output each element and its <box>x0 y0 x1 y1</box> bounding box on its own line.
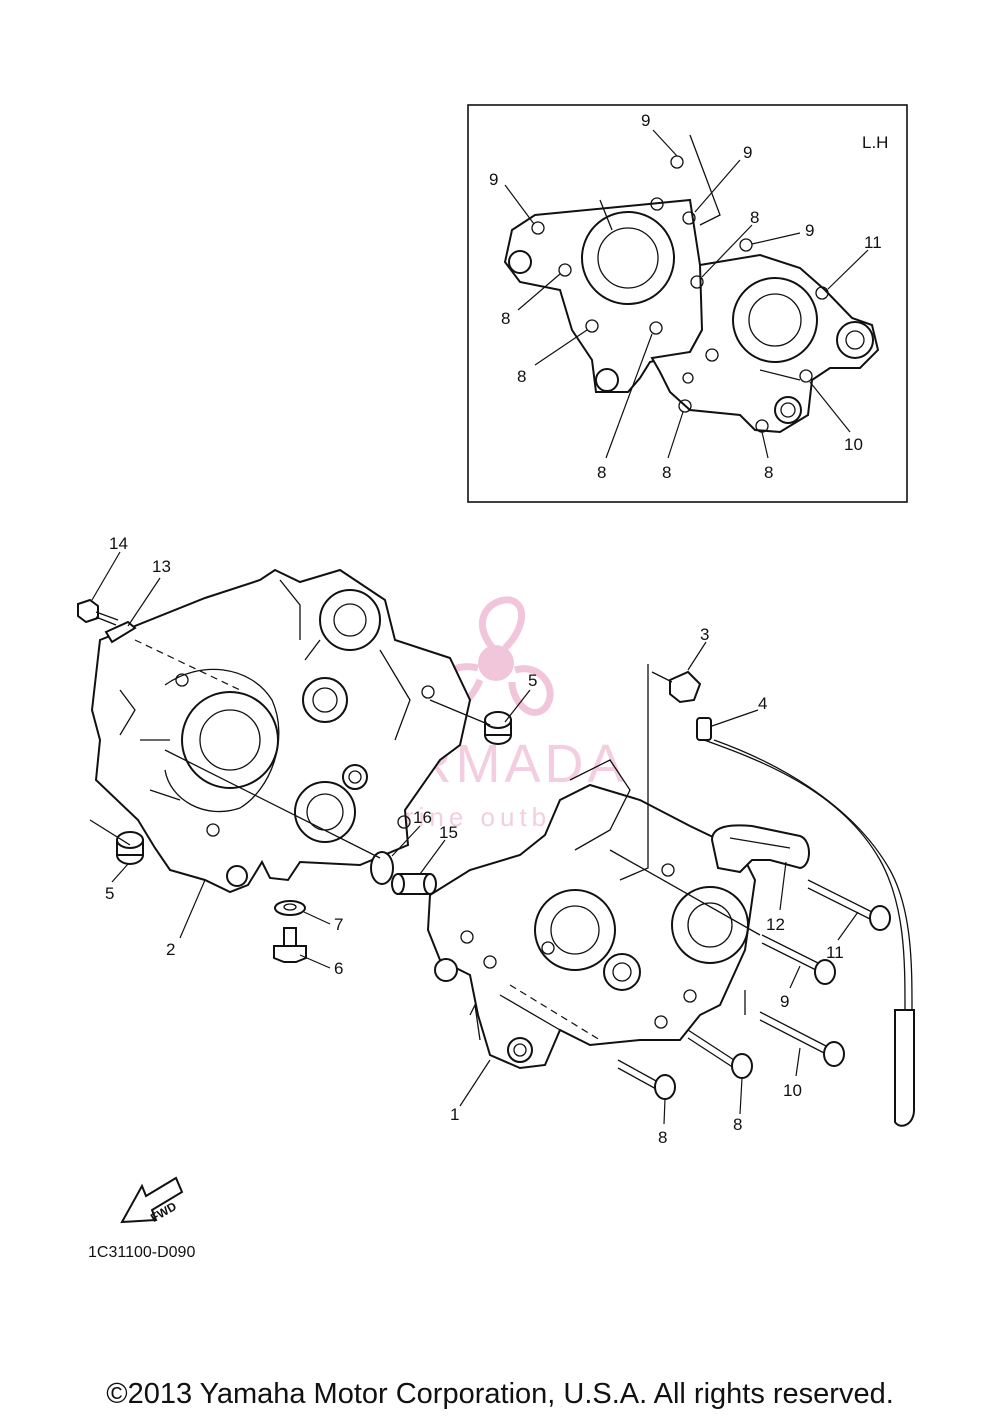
bolt-part-8-left <box>617 1059 676 1100</box>
main-callout-6: 6 <box>334 959 343 978</box>
main-callout-7: 7 <box>334 915 343 934</box>
washer-part-7 <box>274 900 306 916</box>
inset-callout-5: 9 <box>805 221 814 240</box>
main-callout-3: 3 <box>700 625 709 644</box>
main-callout-8-right: 8 <box>733 1115 742 1134</box>
inset-callout-2: 9 <box>743 143 752 162</box>
main-callout-2: 2 <box>166 940 175 959</box>
bolt-part-10 <box>759 1011 845 1067</box>
crankcase-right-part-1 <box>426 759 757 1070</box>
bolt-part-11 <box>807 879 891 931</box>
main-callout-14: 14 <box>109 534 128 553</box>
main-callout-16: 16 <box>413 808 432 827</box>
alignment-lines <box>89 639 761 1041</box>
plate-part-13 <box>104 620 137 644</box>
inset-lh-view: L.H <box>467 104 908 503</box>
main-callout-10: 10 <box>783 1081 802 1100</box>
inset-bolt-holes <box>531 155 829 433</box>
bolt-part-8-right <box>687 1029 753 1079</box>
copyright-notice: ©2013 Yamaha Motor Corporation, U.S.A. A… <box>106 1378 894 1410</box>
main-callout-5-lower: 5 <box>105 884 114 903</box>
inset-bearing-boss-left <box>581 211 675 305</box>
main-callout-12: 12 <box>766 915 785 934</box>
inset-callout-10: 8 <box>662 463 671 482</box>
inset-callout-9: 8 <box>597 463 606 482</box>
main-callout-13: 13 <box>152 557 171 576</box>
bolt-part-9 <box>761 934 836 985</box>
inset-callout-6: 11 <box>864 233 882 252</box>
hose-fitting-part-3 <box>651 670 702 704</box>
fwd-arrow: FWD <box>120 1176 184 1225</box>
main-callout-15: 15 <box>439 823 458 842</box>
main-callout-5-upper: 5 <box>528 671 537 690</box>
collar-part-15 <box>391 873 437 895</box>
dowel-pin-5-upper <box>484 711 512 745</box>
inset-callout-11: 8 <box>764 463 773 482</box>
bolt-part-14 <box>77 598 119 626</box>
propeller-hub <box>478 645 514 681</box>
inset-callout-3: 9 <box>489 170 498 189</box>
inset-callout-12: 10 <box>844 435 863 454</box>
o-ring-part-16 <box>370 851 394 885</box>
inset-bearing-boss-right <box>732 277 818 363</box>
main-callout-4: 4 <box>758 694 767 713</box>
drain-bolt-part-6 <box>273 927 307 963</box>
inset-leaders <box>504 129 869 459</box>
dowel-pin-5-lower <box>116 831 144 865</box>
inset-callout-8: 8 <box>517 367 526 386</box>
inset-side-label: L.H <box>862 133 888 152</box>
inset-callout-1: 9 <box>641 111 650 130</box>
breather-hose-part-4 <box>696 717 915 1127</box>
crankcase-left-part-2 <box>90 568 472 894</box>
main-callout-1: 1 <box>450 1105 459 1124</box>
hose-guide-part-12 <box>710 824 810 874</box>
main-callout-9: 9 <box>780 992 789 1011</box>
inset-callout-4: 8 <box>750 208 759 227</box>
part-code: 1C31100-D090 <box>88 1244 195 1261</box>
main-exploded-view: 14 13 5 2 5 16 15 7 6 3 4 12 11 9 10 8 8… <box>77 534 915 1147</box>
main-callout-8-left: 8 <box>658 1128 667 1147</box>
inset-callout-7: 8 <box>501 309 510 328</box>
main-leaders <box>91 551 859 1125</box>
main-callout-11: 11 <box>826 943 844 962</box>
